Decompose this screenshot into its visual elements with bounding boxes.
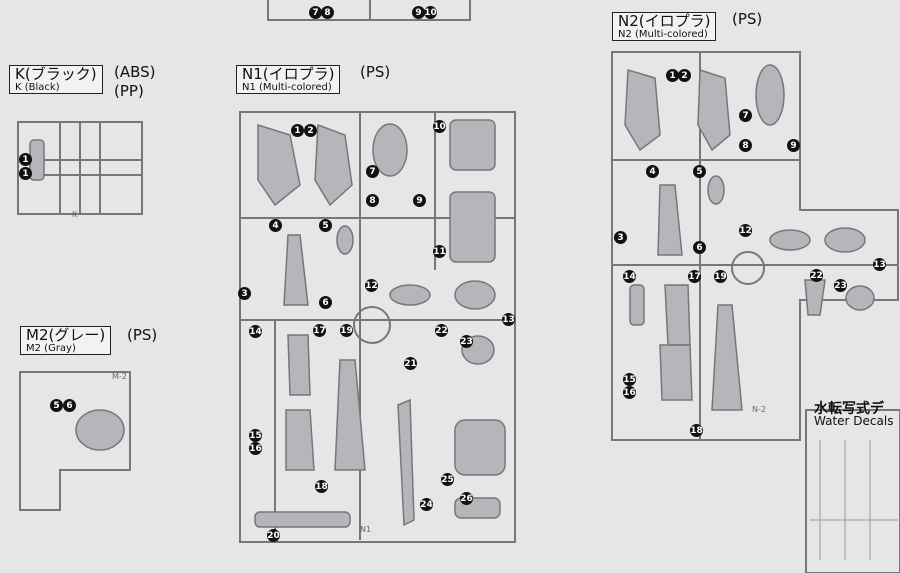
runner-k-material-2: (PP) <box>114 82 144 100</box>
runner-k-mark: K <box>72 210 78 219</box>
part-number: 15 <box>249 429 262 442</box>
part-number: 6 <box>693 241 706 254</box>
part-number: 14 <box>623 270 636 283</box>
part-number: 25 <box>441 473 454 486</box>
water-decals-title: 水転写式デ <box>814 401 884 417</box>
part-number: 16 <box>249 442 262 455</box>
part-number: 7 <box>739 109 752 122</box>
runner-m2-title: M2(グレー) <box>26 326 106 344</box>
part-number: 13 <box>873 258 886 271</box>
n1-runner-frame <box>239 111 516 543</box>
runner-n1-material: (PS) <box>360 63 391 81</box>
runner-k-subtitle: K (Black) <box>15 82 60 93</box>
part-number: 18 <box>315 480 328 493</box>
part-number: 5 <box>50 399 63 412</box>
decal-sheet-frame <box>805 409 900 573</box>
part-number: 1 <box>19 153 32 166</box>
part-number: 26 <box>460 492 473 505</box>
runner-m2-label: M2(グレー) M2 (Gray) <box>20 326 112 355</box>
part-number: 22 <box>435 324 448 337</box>
runner-k-title: K(ブラック) <box>15 65 97 83</box>
part-number: 8 <box>739 139 752 152</box>
part-number: 5 <box>319 219 332 232</box>
part-number: 17 <box>313 324 326 337</box>
runner-m2-material: (PS) <box>127 326 158 344</box>
part-number: 19 <box>340 324 353 337</box>
part-number: 2 <box>304 124 317 137</box>
part-number: 10 <box>433 120 446 133</box>
part-number: 11 <box>433 245 446 258</box>
part-number: 19 <box>714 270 727 283</box>
part-number: 3 <box>238 287 251 300</box>
part-number: 9 <box>412 6 425 19</box>
part-number: 23 <box>460 335 473 348</box>
part-number: 4 <box>646 165 659 178</box>
part-number: 13 <box>502 313 515 326</box>
runner-n2-label: N2(イロプラ) N2 (Multi-colored) <box>612 12 717 41</box>
runner-n2-mark: N-2 <box>752 405 766 414</box>
runner-n1-subtitle: N1 (Multi-colored) <box>242 82 332 93</box>
part-number: 14 <box>249 325 262 338</box>
part-number: 3 <box>614 231 627 244</box>
m2-runner-frame <box>19 371 131 511</box>
part-number: 6 <box>319 296 332 309</box>
runner-n1-label: N1(イロプラ) N1 (Multi-colored) <box>236 65 341 94</box>
part-number: 16 <box>623 386 636 399</box>
runner-m2-subtitle: M2 (Gray) <box>26 343 76 354</box>
part-number: 4 <box>269 219 282 232</box>
part-number: 9 <box>787 139 800 152</box>
part-number: 7 <box>309 6 322 19</box>
runner-n2-subtitle: N2 (Multi-colored) <box>618 29 708 40</box>
runner-k-material-1: (ABS) <box>114 63 156 81</box>
runner-n2-title: N2(イロプラ) <box>618 12 711 30</box>
n2-runner-frame <box>611 51 899 441</box>
part-number: 15 <box>623 373 636 386</box>
runner-m2-mark: M-2 <box>112 372 127 381</box>
part-number: 8 <box>366 194 379 207</box>
part-number: 22 <box>810 269 823 282</box>
part-number: 5 <box>693 165 706 178</box>
part-number: 24 <box>420 498 433 511</box>
part-number: 20 <box>267 529 280 542</box>
part-number: 1 <box>666 69 679 82</box>
part-number: 12 <box>739 224 752 237</box>
part-number: 17 <box>688 270 701 283</box>
runner-n1-title: N1(イロプラ) <box>242 65 335 83</box>
part-number: 6 <box>63 399 76 412</box>
part-number: 9 <box>413 194 426 207</box>
part-number: 2 <box>678 69 691 82</box>
part-number: 1 <box>291 124 304 137</box>
part-number: 8 <box>321 6 334 19</box>
part-number: 10 <box>424 6 437 19</box>
water-decals-subtitle: Water Decals <box>814 414 894 428</box>
part-number: 7 <box>366 165 379 178</box>
part-number: 12 <box>365 279 378 292</box>
part-number: 23 <box>834 279 847 292</box>
runner-n2-material: (PS) <box>732 10 763 28</box>
runner-n1-mark: N1 <box>360 525 372 534</box>
part-number: 1 <box>19 167 32 180</box>
runner-k-label: K(ブラック) K (Black) <box>9 65 103 94</box>
part-number: 18 <box>690 424 703 437</box>
part-number: 21 <box>404 357 417 370</box>
